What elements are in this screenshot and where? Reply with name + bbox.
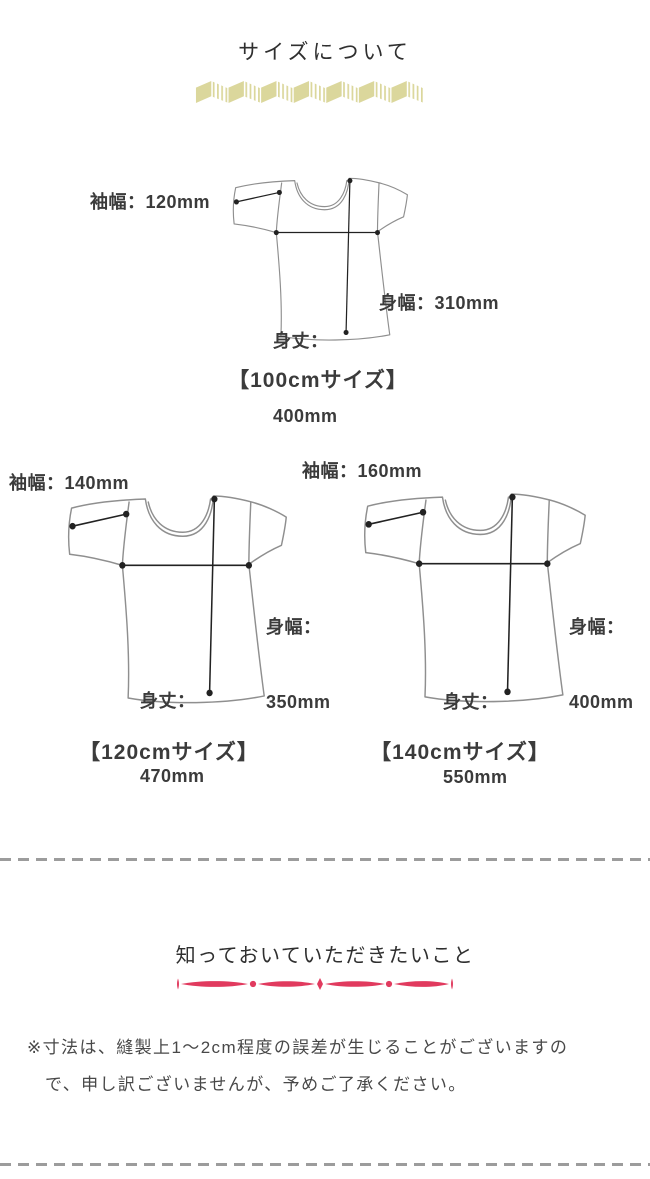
red-spindle-divider-icon: [177, 978, 453, 990]
size-caption-140cm: 【140cmサイズ】: [370, 741, 550, 764]
dashed-divider-bottom: [0, 1163, 650, 1166]
dashed-divider-top: [0, 858, 650, 861]
sleeve-width-label-140cm: 袖幅：160mm: [302, 461, 423, 481]
tolerance-note-line2: で、申し訳ございませんが、予めご了承ください。: [45, 1075, 467, 1094]
body-width-line2: 400mm: [569, 692, 634, 712]
body-length-line1: 身丈：: [140, 691, 196, 711]
sleeve-width-label-120cm: 袖幅：140mm: [9, 473, 130, 493]
zigzag-ribbon-icon: [195, 80, 425, 103]
body-width-line1: 身幅：: [569, 617, 625, 637]
body-width-label-100cm: 身幅：310mm: [379, 241, 499, 366]
size-section-title: サイズについて: [238, 41, 412, 64]
sleeve-width-label-100cm: 袖幅：120mm: [90, 192, 211, 212]
body-length-line2: 550mm: [443, 767, 508, 787]
body-length-line2: 470mm: [140, 766, 205, 786]
body-length-label-100cm: 身丈： 400mm: [273, 279, 338, 479]
body-length-label-140cm: 身丈： 550mm: [443, 640, 508, 840]
notes-heading: 知っておいていただきたいこと: [175, 945, 475, 967]
size-caption-100cm: 【100cmサイズ】: [228, 369, 408, 392]
size-caption-120cm: 【120cmサイズ】: [79, 741, 259, 764]
body-length-line2: 400mm: [273, 406, 338, 426]
body-width-line1: 身幅：310mm: [379, 293, 500, 313]
body-length-line1: 身丈：: [443, 692, 499, 712]
body-width-label-120cm: 身幅： 350mm: [266, 565, 331, 765]
tolerance-note-line1: ※寸法は、縫製上1〜2cm程度の誤差が生じることがございますの: [27, 1038, 569, 1057]
body-width-line1: 身幅：: [266, 617, 322, 637]
body-width-label-140cm: 身幅： 400mm: [569, 565, 634, 765]
body-width-line2: 350mm: [266, 692, 331, 712]
body-length-label-120cm: 身丈： 470mm: [140, 639, 205, 839]
body-length-line1: 身丈：: [273, 331, 329, 351]
